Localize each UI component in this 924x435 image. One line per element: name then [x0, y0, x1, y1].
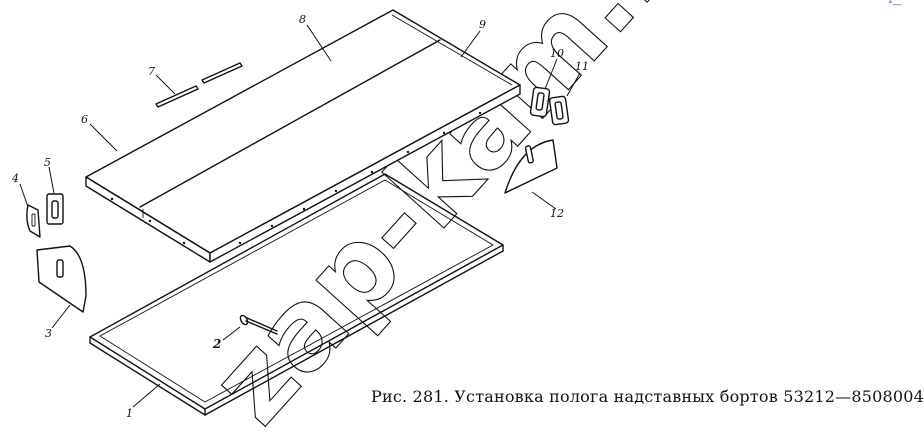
buckle-10-slot: [535, 92, 545, 111]
callout-11: 11: [575, 60, 589, 73]
base-tray: [89, 173, 504, 416]
end-flap-left-slot: [56, 259, 64, 278]
leader-5: [48, 166, 55, 194]
drawing-canvas: zap-kam.ru: [11, 0, 750, 435]
buckle-right-10: [529, 86, 551, 118]
leader-lines: [19, 24, 581, 408]
callout-1: 1: [126, 407, 133, 420]
end-flap-left-shape: [36, 245, 87, 313]
leader-9: [460, 30, 481, 58]
callout-3: 3: [45, 327, 52, 340]
buckle-right-11: [548, 95, 570, 126]
bolt-shank: [245, 320, 278, 335]
leader-6: [89, 123, 118, 152]
corner-mark: °—: [888, 0, 902, 10]
awning-rivets: [110, 111, 482, 245]
leader-2: [222, 326, 241, 341]
callout-4: 4: [11, 172, 19, 185]
leader-12: [531, 191, 557, 210]
callout-12: 12: [550, 207, 564, 220]
callout-10: 10: [550, 47, 564, 60]
awning-side-face: [209, 84, 521, 263]
callout-8: 8: [299, 13, 306, 26]
buckle-11-slot: [554, 101, 564, 120]
rod-2: [201, 62, 243, 84]
leader-7: [155, 74, 176, 95]
leader-10: [544, 58, 558, 90]
awning-panel: [85, 9, 521, 263]
callout-2: 2: [212, 337, 221, 351]
assembly-drawing: zap-kam.ru: [11, 0, 750, 435]
awning-seam: [139, 39, 441, 208]
small-plate-shape: [26, 204, 41, 238]
awning-edge-line: [391, 14, 513, 86]
leader-1: [132, 383, 161, 408]
callout-9: 9: [479, 18, 486, 31]
callout-7: 7: [148, 65, 155, 78]
buckle-left-slot: [51, 200, 59, 219]
leader-8: [306, 24, 332, 62]
leader-4: [19, 183, 29, 208]
leader-3: [51, 304, 71, 329]
figure-caption: Рис. 281. Установка полога надставных бо…: [371, 387, 924, 406]
callout-5: 5: [44, 156, 51, 169]
small-plate-left: [26, 204, 41, 238]
callout-numbers: 1 2 3 4 5 6 7 8 9 10 11 12: [11, 13, 589, 420]
tray-inner-rim: [99, 179, 494, 403]
leader-11: [566, 72, 581, 97]
end-flap-right: [504, 139, 558, 194]
end-flap-left: [36, 245, 87, 313]
support-rods: [155, 62, 243, 108]
callout-6: 6: [81, 113, 88, 126]
end-flap-right-slot: [524, 145, 534, 164]
buckle-left: [46, 193, 64, 225]
bolt: [239, 314, 278, 335]
rod-1: [155, 85, 199, 108]
